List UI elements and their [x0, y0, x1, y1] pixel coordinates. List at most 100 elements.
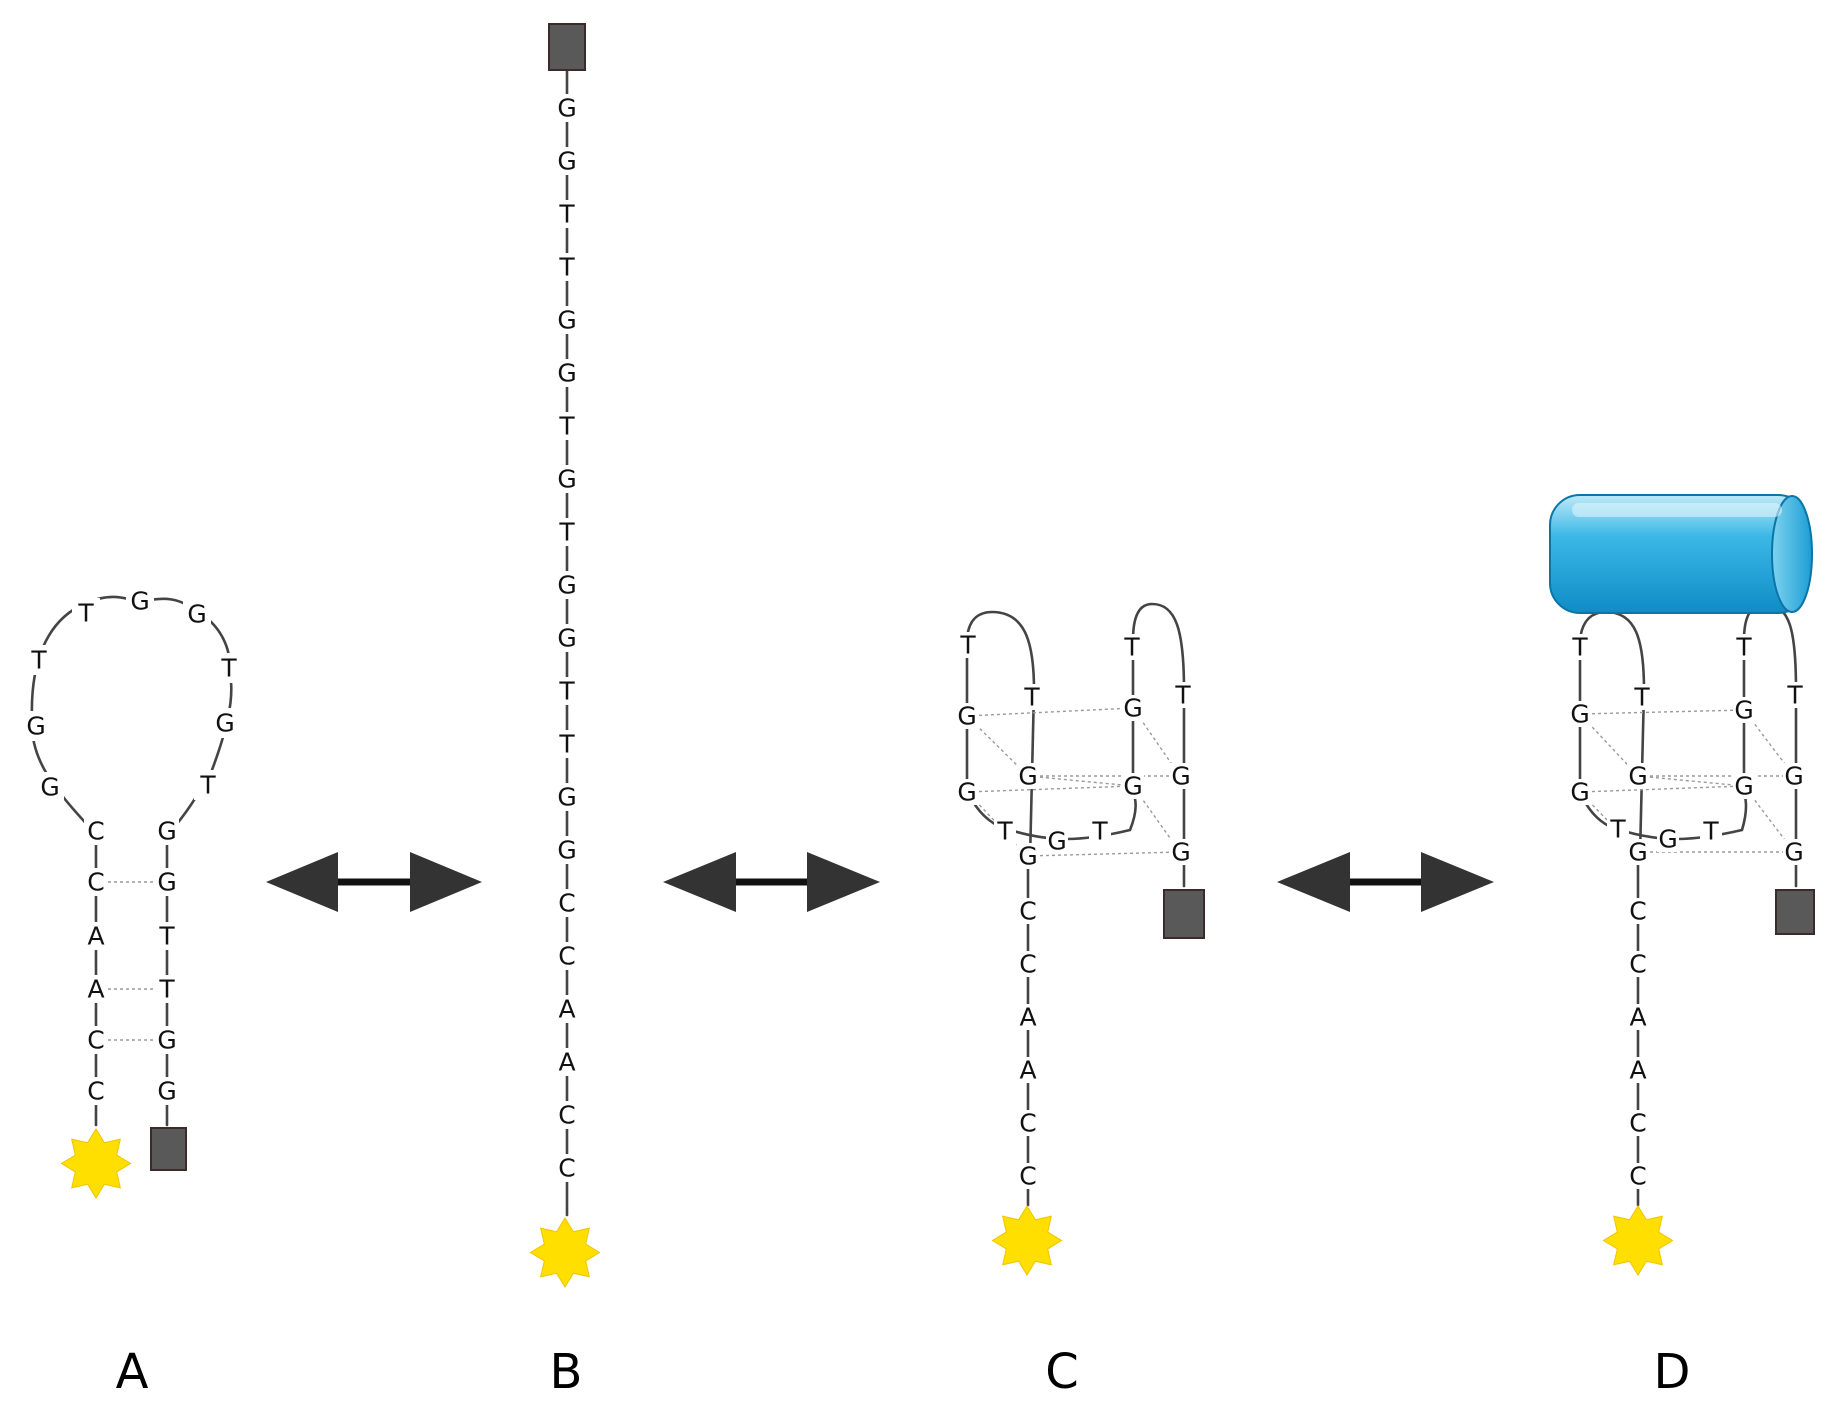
quencher-square-icon	[1163, 889, 1205, 939]
panel-label-b: B	[550, 1344, 583, 1400]
nucleotide: C	[1019, 1162, 1036, 1191]
nucleotide: G	[1171, 838, 1190, 867]
nucleotide: G	[157, 1026, 176, 1055]
nucleotide: T	[1091, 817, 1108, 846]
loop-letter-mask	[183, 599, 211, 629]
nucleotide: T	[1571, 633, 1588, 662]
nucleotide: T	[1786, 681, 1803, 710]
letter-mask	[1021, 684, 1043, 710]
nucleotide: T	[558, 677, 575, 706]
protein-cylinder-icon	[1549, 494, 1813, 614]
letter-mask	[555, 1048, 579, 1076]
nucleotide: G	[1734, 696, 1753, 725]
stem-letter-mask	[84, 868, 108, 896]
nucleotide: G	[1570, 778, 1589, 807]
nucleotide: G	[1018, 842, 1037, 871]
nucleotide: G	[1123, 694, 1142, 723]
letter-mask	[1783, 763, 1805, 789]
nucleotide: A	[1019, 1003, 1036, 1032]
letter-mask	[956, 703, 978, 729]
letter-mask	[555, 253, 579, 281]
loop-backbone	[965, 610, 1036, 692]
panel-label-c: C	[1045, 1344, 1079, 1400]
nucleotide: T	[30, 646, 47, 675]
letter-mask	[1733, 697, 1755, 723]
nucleotide: C	[558, 889, 575, 918]
quartet-bond	[1027, 775, 1134, 787]
nucleotide: T	[558, 730, 575, 759]
letter-mask	[555, 624, 579, 652]
quartet-bond	[966, 785, 1134, 793]
nucleotide: T	[1633, 683, 1650, 712]
nucleotide: C	[558, 942, 575, 971]
letter-mask	[1783, 839, 1805, 865]
letter-mask	[1017, 1163, 1039, 1189]
letter-mask	[1121, 634, 1143, 660]
nucleotide: T	[1609, 815, 1626, 844]
nucleotide: G	[215, 709, 234, 738]
nucleotide: T	[158, 975, 175, 1004]
nucleotide: A	[87, 975, 104, 1004]
stem-letter-mask	[155, 1026, 179, 1054]
nucleotide: A	[1019, 1056, 1036, 1085]
nucleotide: G	[557, 836, 576, 865]
letter-mask	[555, 677, 579, 705]
letter-mask	[1017, 951, 1039, 977]
nucleotide: G	[557, 783, 576, 812]
panel-label-d: D	[1654, 1344, 1691, 1400]
letter-mask	[1170, 763, 1192, 789]
letter-mask	[1017, 763, 1039, 789]
letter-mask	[1733, 634, 1755, 660]
loop-letter-mask	[36, 772, 64, 802]
letter-mask	[1122, 695, 1144, 721]
quencher-square-icon	[548, 23, 586, 71]
letter-mask	[1569, 634, 1591, 660]
nucleotide: G	[1658, 825, 1677, 854]
nucleotide: G	[1784, 762, 1803, 791]
stem-letter-mask	[84, 1077, 108, 1105]
nucleotide: G	[1734, 772, 1753, 801]
nucleotide: T	[158, 922, 175, 951]
nucleotide: G	[1047, 827, 1066, 856]
nucleotide: G	[40, 773, 59, 802]
letter-mask	[555, 465, 579, 493]
double-headed-arrow-icon	[266, 852, 482, 912]
loop-letter-mask	[211, 708, 239, 738]
stem-letter-mask	[84, 922, 108, 950]
nucleotide: C	[1629, 1162, 1646, 1191]
letter-mask	[555, 571, 579, 599]
letter-mask	[555, 306, 579, 334]
letter-mask	[555, 730, 579, 758]
loop-letter-mask	[215, 653, 243, 683]
letter-mask	[555, 94, 579, 122]
nucleotide: G	[26, 712, 45, 741]
nucleotide: A	[558, 995, 575, 1024]
fluorophore-star-icon	[60, 1128, 132, 1199]
panel-c: T T T T T G T G G G G G G G G C C A	[956, 602, 1205, 1400]
nucleotide: T	[558, 518, 575, 547]
nucleotide: A	[87, 922, 104, 951]
letter-mask	[1627, 1004, 1649, 1030]
nucleotide: C	[87, 817, 104, 846]
letter-mask	[555, 1101, 579, 1129]
letter-mask	[1627, 763, 1649, 789]
stem-letter-mask	[155, 975, 179, 1003]
quencher-square-icon	[150, 1127, 187, 1171]
nucleotide: T	[1735, 633, 1752, 662]
letter-mask	[555, 518, 579, 546]
stem-letter-mask	[84, 1026, 108, 1054]
nucleotide: G	[557, 94, 576, 123]
letter-mask	[1017, 1004, 1039, 1030]
letter-mask	[957, 632, 979, 658]
nucleotide: T	[996, 817, 1013, 846]
panel-d: T T T T T G T G G G G G G G G C C A	[1549, 494, 1815, 1400]
nucleotide: C	[1629, 950, 1646, 979]
letter-mask	[555, 889, 579, 917]
double-headed-arrow-icon	[1277, 852, 1494, 912]
letter-mask	[555, 1154, 579, 1182]
nucleotide: T	[1123, 633, 1140, 662]
nucleotide: G	[157, 817, 176, 846]
loop-letter-mask	[126, 586, 154, 616]
nucleotide: T	[558, 412, 575, 441]
